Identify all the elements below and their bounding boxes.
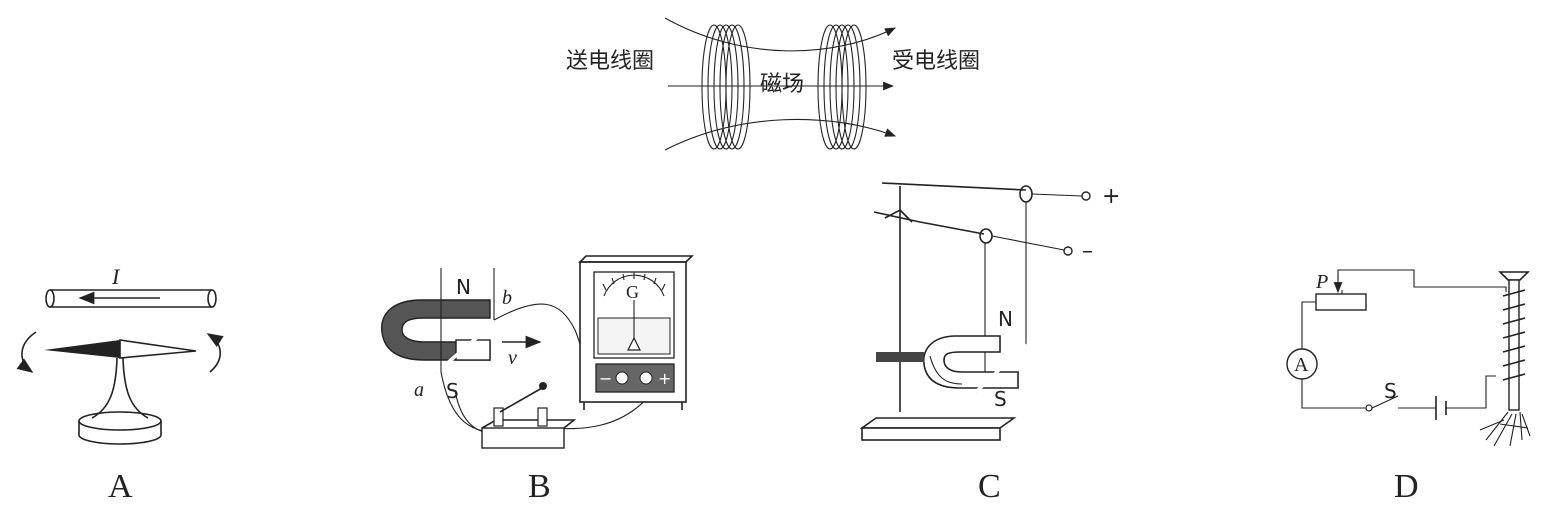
caption-b: B — [528, 468, 551, 505]
panel-b: N S a b v — [381, 255, 694, 505]
meter-label: G — [626, 282, 639, 302]
plus-label: + — [1102, 184, 1120, 209]
circuit-wire — [440, 303, 651, 433]
rotation-arrow-left — [16, 331, 37, 373]
pole-s-label: S — [446, 379, 459, 403]
compass-needle — [44, 339, 197, 359]
receive-coil-label: 受电线圈 — [892, 49, 980, 74]
svg-text:+: + — [658, 369, 671, 388]
caption-d: D — [1394, 468, 1419, 505]
electromagnet — [1479, 271, 1531, 447]
send-coil — [701, 24, 751, 150]
conductor-rod — [434, 312, 506, 375]
minus-label: – — [1082, 239, 1093, 264]
pole-n-label-c: N — [998, 307, 1013, 331]
panel-a: I A — [16, 264, 224, 505]
pole-n-label: N — [456, 275, 471, 299]
iron-nails — [1479, 411, 1531, 447]
rheostat: P — [1315, 271, 1367, 311]
wireless-power-figure: 送电线圈 受电线圈 磁场 — [566, 17, 980, 151]
current-label: I — [111, 264, 121, 289]
horseshoe-magnet-c — [876, 335, 1019, 389]
battery — [1435, 396, 1447, 420]
field-label: 磁场 — [760, 72, 804, 97]
pole-s-label-c: S — [994, 387, 1007, 411]
galvanometer: G − + — [578, 255, 694, 410]
circuit-wires-d — [1301, 269, 1507, 409]
end-a-label: a — [414, 379, 424, 401]
ammeter-label: A — [1294, 354, 1309, 376]
slider-label: P — [1315, 271, 1328, 293]
svg-text:−: − — [599, 369, 612, 388]
panel-c: + – N S C — [859, 182, 1120, 505]
magnetic-field-lines — [664, 17, 897, 151]
send-coil-label: 送电线圈 — [566, 49, 654, 74]
rails-and-leads — [979, 185, 1091, 388]
rod-c — [974, 342, 1028, 394]
caption-a: A — [108, 468, 133, 505]
switch — [481, 382, 577, 449]
rotation-arrow-right — [206, 333, 224, 373]
caption-c: C — [978, 468, 1001, 505]
switch-label: S — [1384, 379, 1397, 403]
horseshoe-magnet — [381, 299, 491, 361]
receive-coil — [817, 24, 867, 150]
end-b-label: b — [502, 287, 512, 309]
wire-tube — [45, 289, 217, 308]
iron-stand — [859, 182, 1027, 441]
compass-stand — [78, 357, 162, 445]
velocity-label: v — [508, 347, 517, 369]
panel-d: P A S — [1286, 269, 1531, 505]
switch-d: S — [1365, 379, 1397, 412]
ammeter: A — [1286, 348, 1318, 380]
